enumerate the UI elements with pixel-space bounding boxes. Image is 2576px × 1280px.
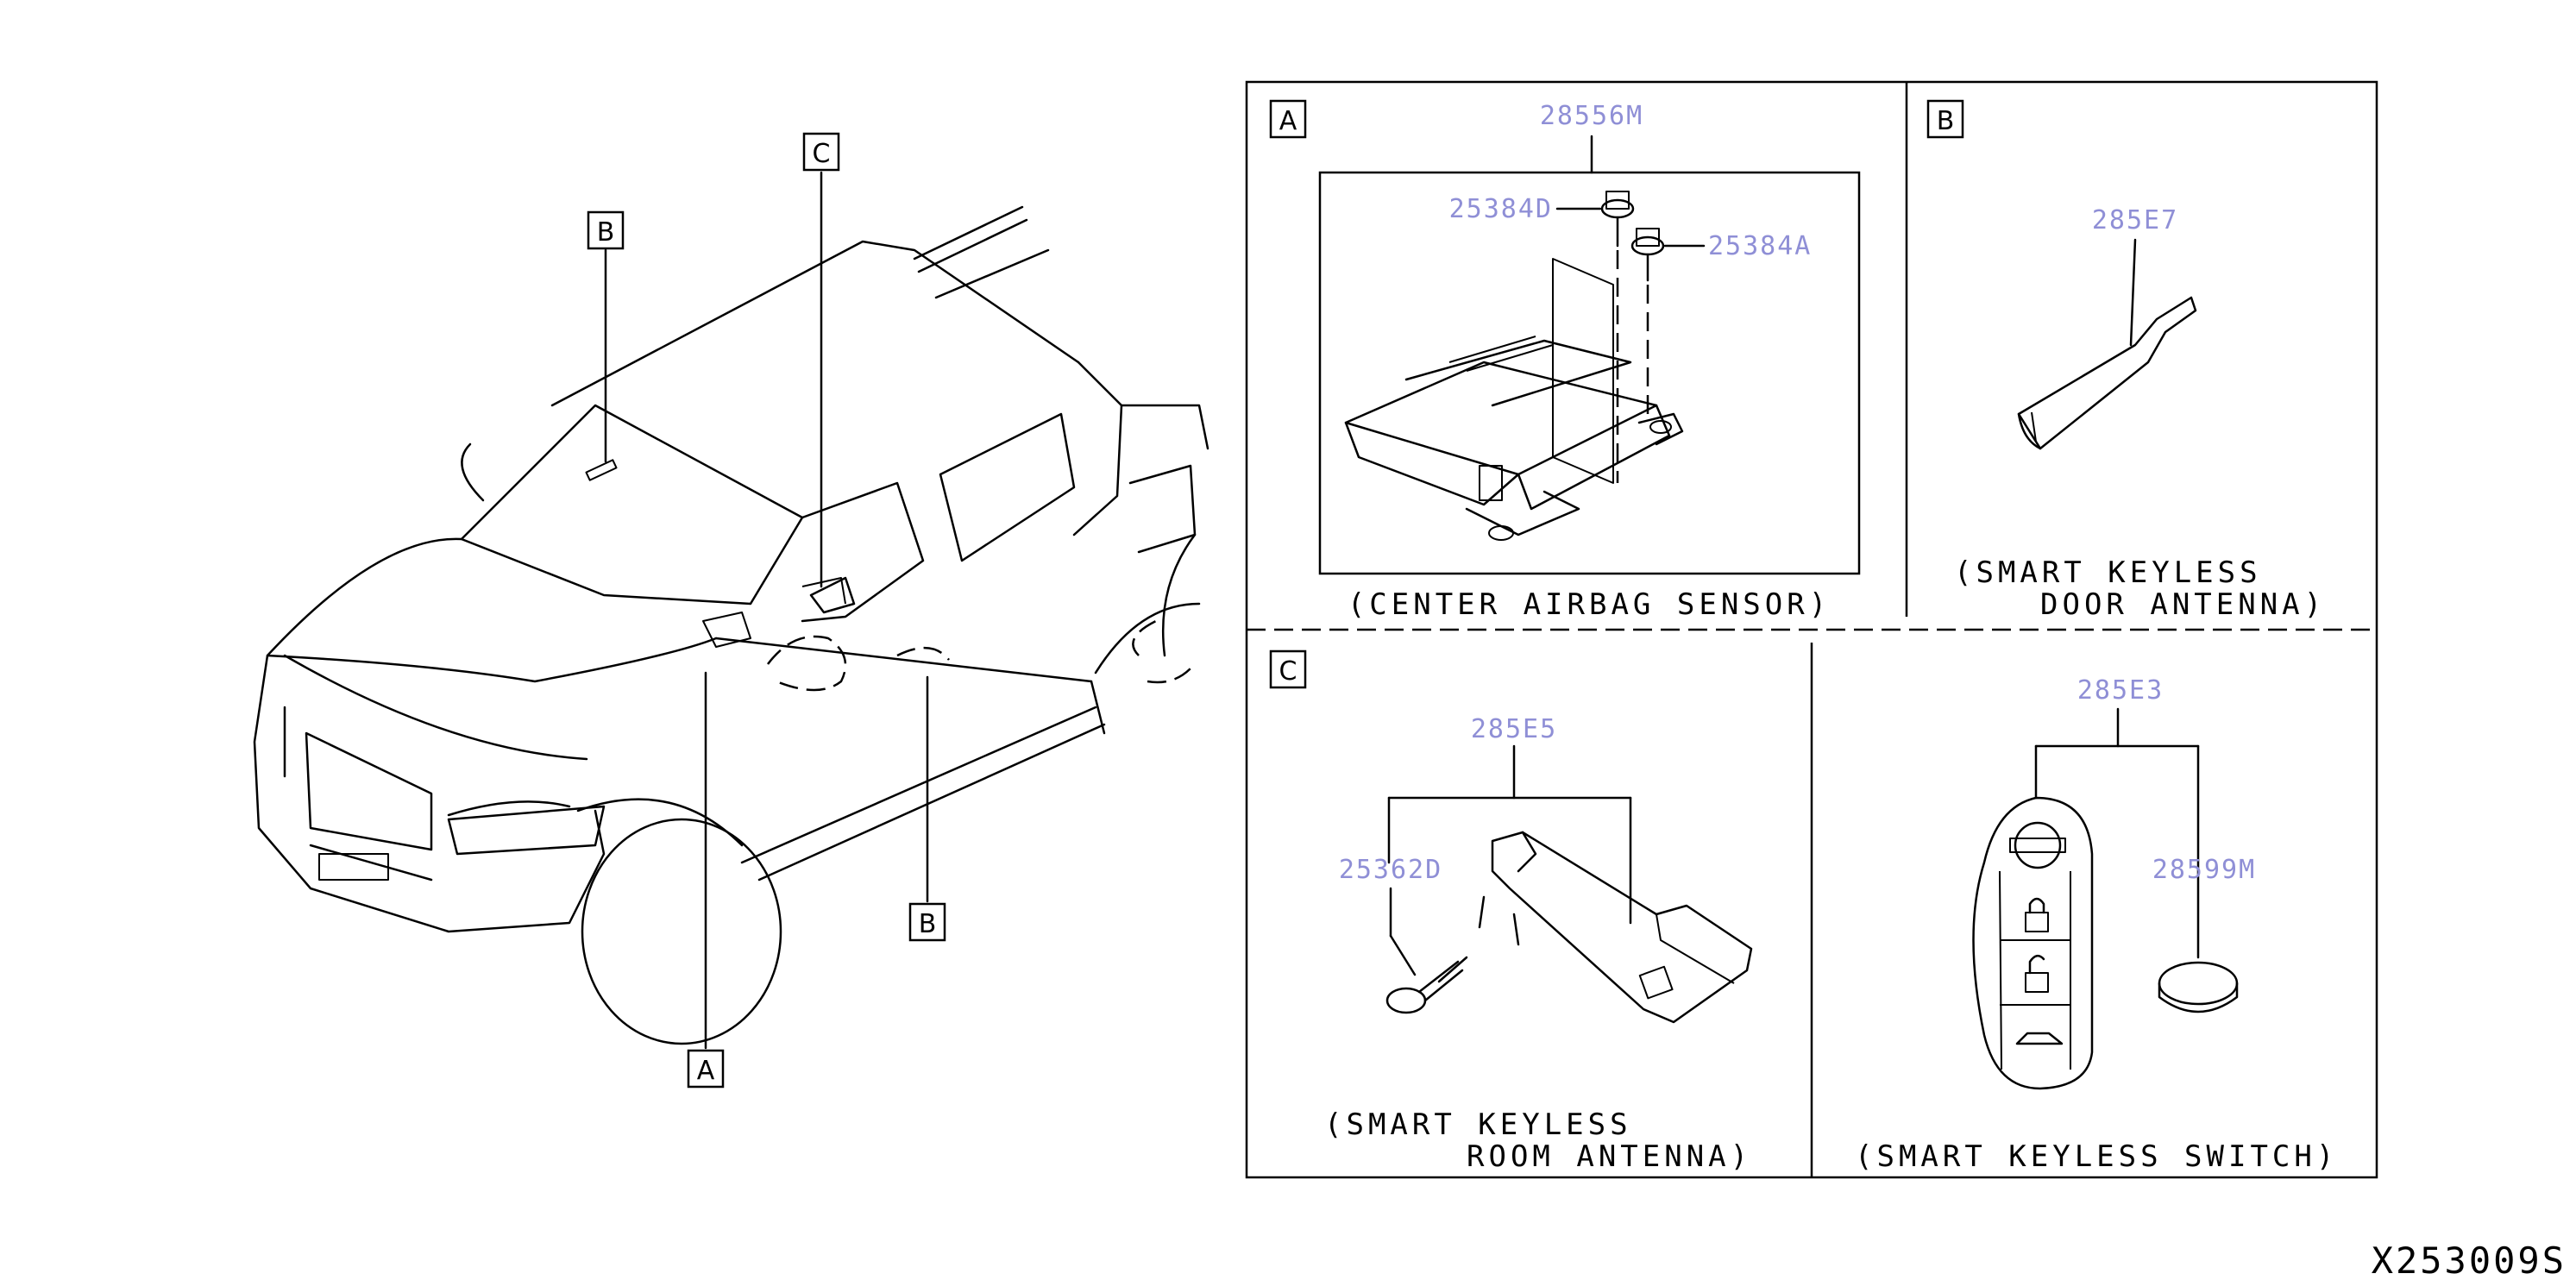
vehicle-illustration: [253, 205, 1209, 1045]
vehicle-callout-leaders: [604, 171, 929, 1050]
sensor-detail-box: [1318, 171, 1861, 575]
part-number-25384A: 25384A: [1708, 231, 1812, 261]
diagram-code: X253009S: [2372, 1239, 2567, 1280]
panel-a-label-box: [1269, 99, 1307, 139]
callout-b-roof: B: [587, 210, 625, 250]
svg-text:A: A: [697, 1056, 715, 1086]
svg-text:C: C: [813, 139, 831, 169]
caption-door-antenna-line2: DOOR ANTENNA): [2040, 587, 2326, 622]
panel-b-label: B: [1937, 106, 1955, 136]
bolt-25384a-icon: [1630, 228, 1665, 282]
nissan-logo-icon: [2009, 821, 2066, 869]
callout-a-floor: A: [687, 1049, 725, 1089]
panel-b-label-box: [1926, 99, 1964, 139]
caption-room-antenna-line2: ROOM ANTENNA): [1467, 1139, 1752, 1174]
panel-c-label: C: [1279, 656, 1297, 687]
caption-door-antenna-line1: (SMART KEYLESS: [1954, 555, 2262, 590]
panel-frames: [1245, 80, 2378, 1179]
part-number-25362D: 25362D: [1339, 855, 1442, 885]
panel-room-antenna: C 285E5 25362D (SMART KEYLESS ROOM ANTEN…: [1269, 649, 1753, 1174]
caption-room-antenna-line1: (SMART KEYLESS: [1324, 1107, 1632, 1142]
svg-text:B: B: [919, 909, 937, 939]
part-number-28599M: 28599M: [2152, 855, 2256, 885]
caption-center-airbag-sensor: (CENTER AIRBAG SENSOR): [1348, 587, 1831, 622]
door-antenna-icon: [2017, 296, 2197, 450]
part-number-25384D: 25384D: [1449, 194, 1553, 224]
panel-a-label: A: [1279, 106, 1297, 136]
panel-c-label-box: [1269, 649, 1307, 689]
caption-keyless-switch: (SMART KEYLESS SWITCH): [1855, 1139, 2338, 1174]
trunk-button-icon: [2015, 1032, 2064, 1045]
lock-button-icon: [2025, 897, 2049, 932]
callout-b-door: B: [908, 902, 946, 942]
coin-battery-icon: [2158, 961, 2239, 1013]
bolt-25362d-icon: [1385, 956, 1468, 1014]
bolt-25384d-icon: [1600, 191, 1635, 248]
part-number-285E5: 285E5: [1471, 714, 1557, 744]
part-number-285E3: 285E3: [2077, 675, 2164, 706]
airbag-sensor-icon: [1344, 336, 1684, 541]
smart-key-fob-icon: [1972, 796, 2094, 1090]
part-number-285E7: 285E7: [2092, 205, 2178, 235]
room-antenna-icon: [1478, 831, 1753, 1024]
part-number-28556M: 28556M: [1540, 101, 1643, 131]
panel-keyless-switch: 285E3 28599M: [1855, 675, 2338, 1174]
callout-c-top: C: [802, 132, 840, 172]
svg-text:B: B: [597, 217, 615, 248]
panel-door-antenna: B 285E7 (SMART KEYLESS DOOR ANTENNA): [1926, 99, 2326, 622]
unlock-button-icon: [2025, 954, 2049, 993]
panel-center-airbag-sensor: A 28556M 25384D 25384A: [1269, 99, 1861, 622]
